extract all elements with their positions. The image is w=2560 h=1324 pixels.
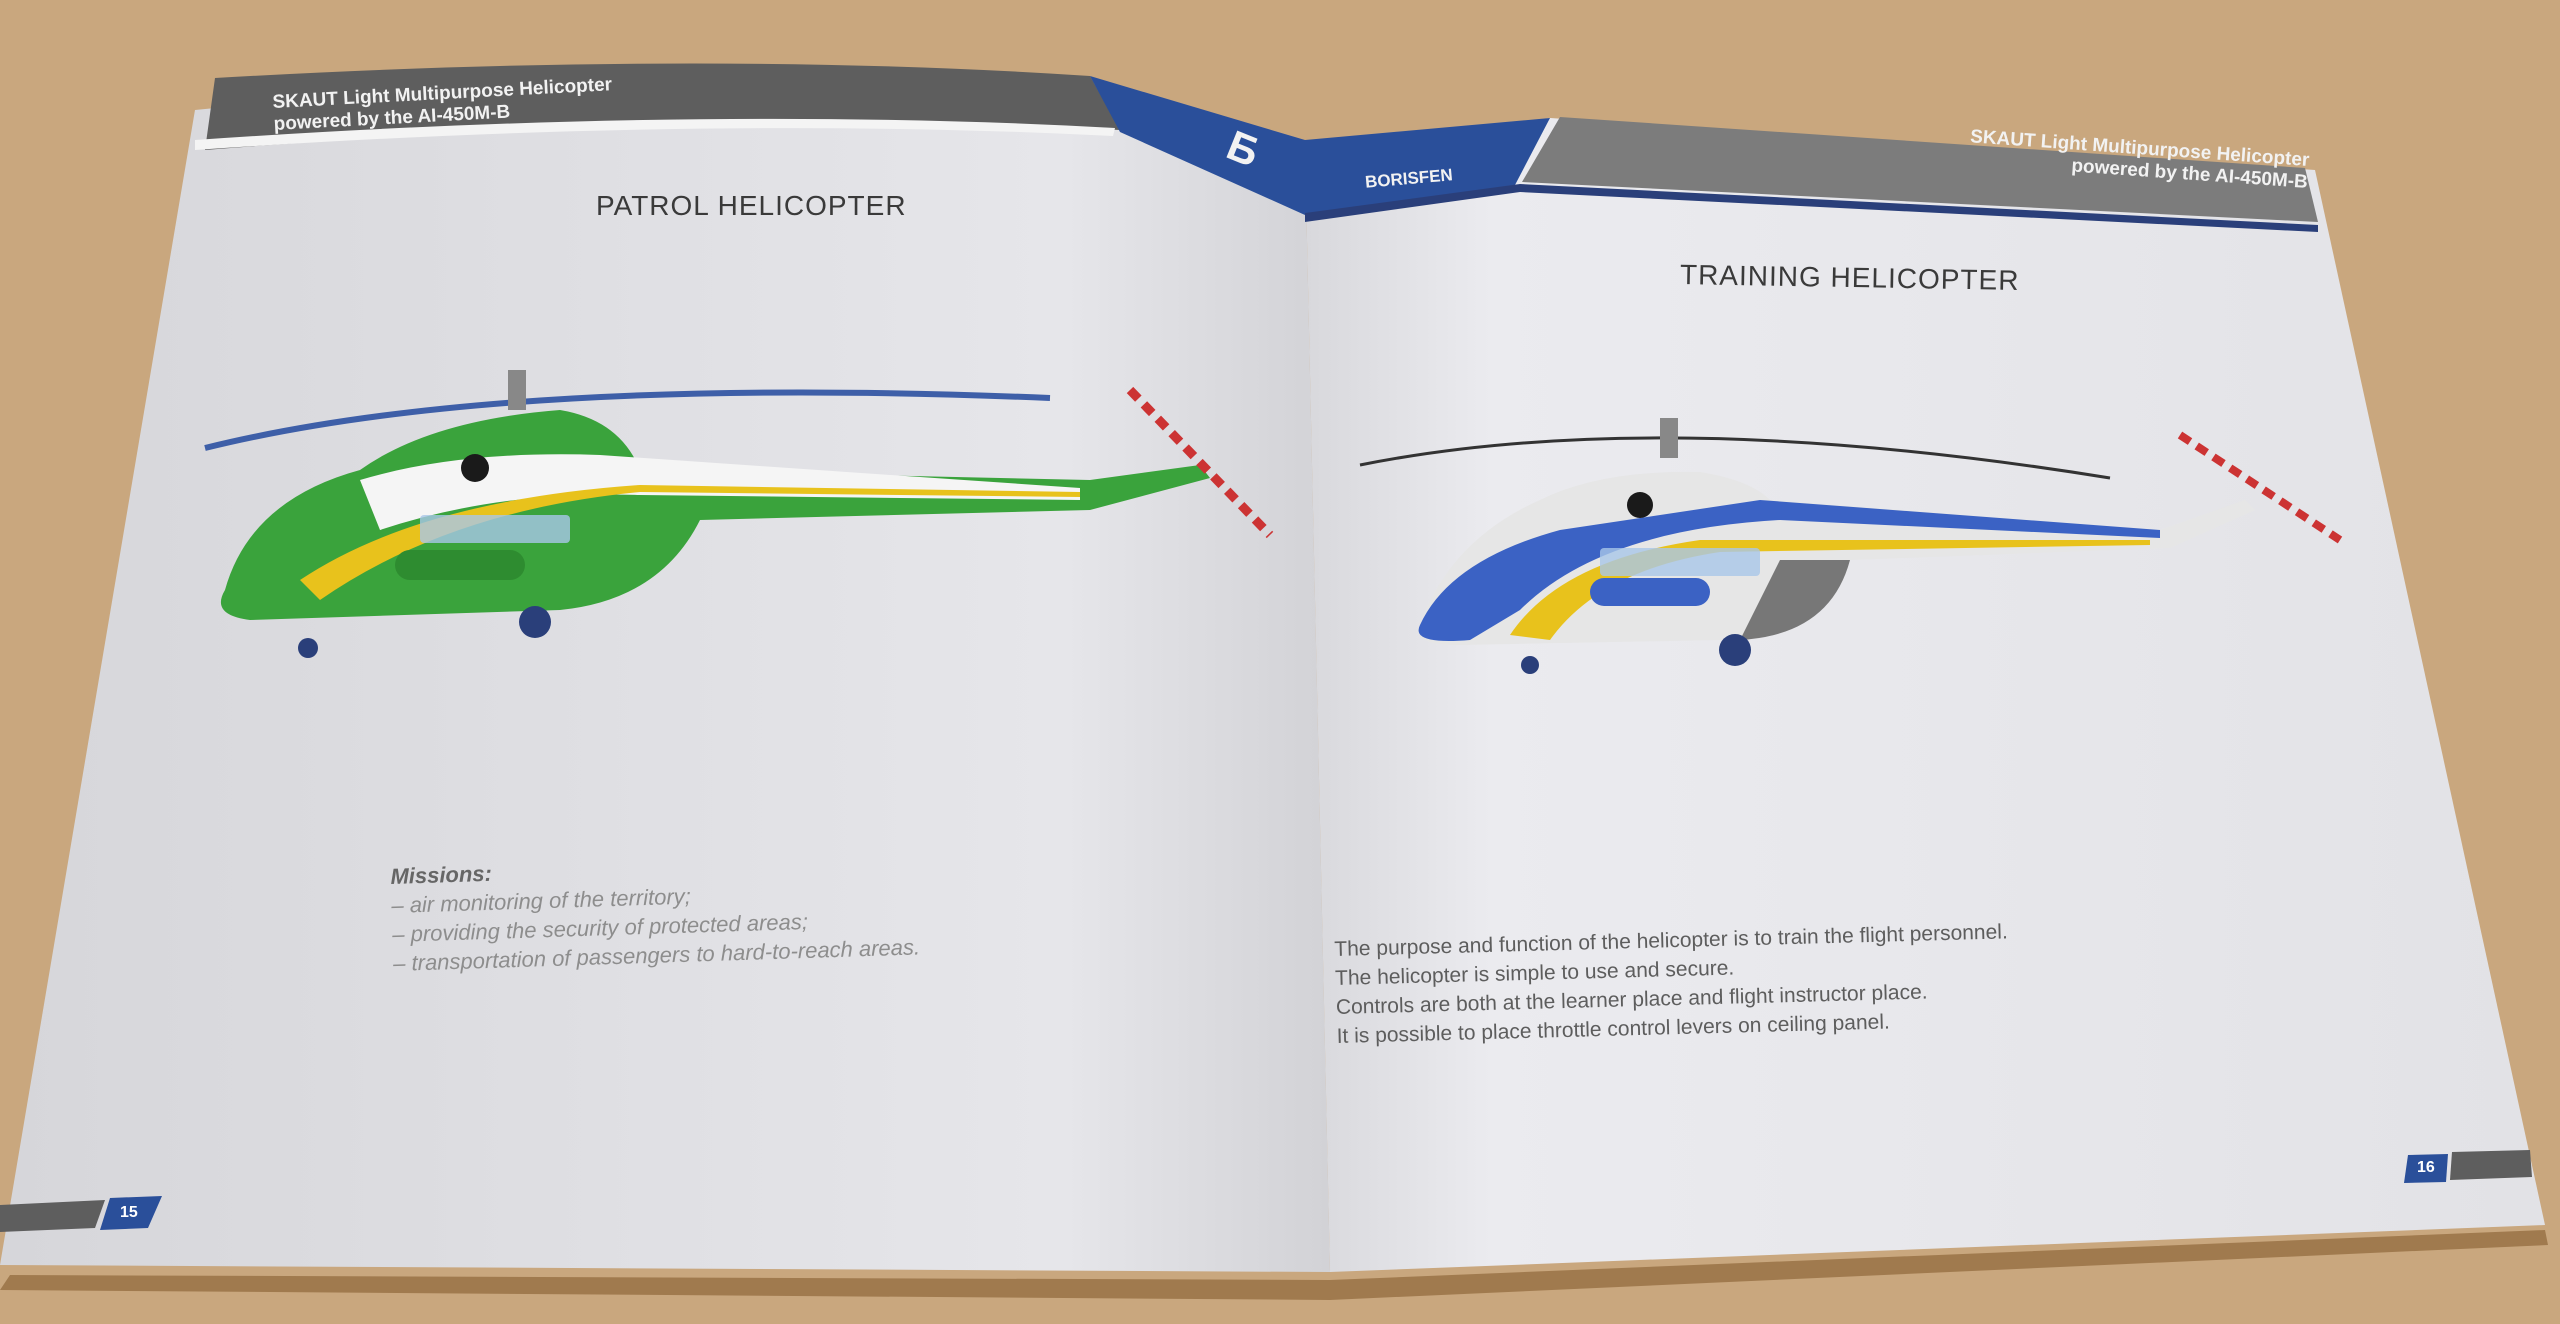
header-rule xyxy=(195,118,1115,150)
left-page xyxy=(0,75,1330,1272)
right-page-number: 16 xyxy=(2417,1159,2435,1176)
main-rotor-blade xyxy=(204,389,1051,451)
right-blue-band xyxy=(1305,118,1550,215)
page-title-patrol: PATROL HELICOPTER xyxy=(596,190,907,221)
patrol-helicopter-illustration xyxy=(204,370,1274,658)
missions-block: Missions: – air monitoring of the territ… xyxy=(390,845,920,977)
page-edges xyxy=(0,1230,2548,1300)
left-page-number-badge xyxy=(100,1196,162,1230)
left-blue-band xyxy=(1090,76,1305,215)
page-title-training: TRAINING HELICOPTER xyxy=(1679,259,2020,296)
left-footer-bar xyxy=(0,1200,105,1232)
training-helicopter-illustration xyxy=(1359,418,2343,674)
left-page-number: 15 xyxy=(120,1204,138,1221)
right-header-band xyxy=(1522,117,2318,222)
right-page xyxy=(1305,118,2545,1272)
training-description: The purpose and function of the helicopt… xyxy=(1334,917,2010,1051)
right-footer-bar xyxy=(2450,1150,2532,1180)
main-rotor-blade xyxy=(1359,436,2111,480)
right-page-number-badge xyxy=(2404,1154,2448,1183)
